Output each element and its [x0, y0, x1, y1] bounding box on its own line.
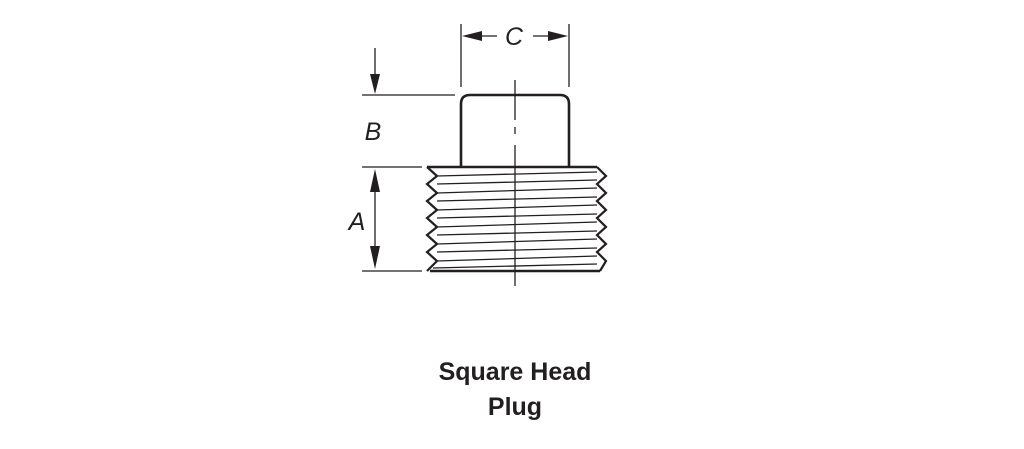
dimension-b	[362, 48, 455, 96]
dimension-a	[362, 166, 422, 272]
dimension-b-label: B	[365, 118, 382, 146]
dimension-a-label: A	[347, 208, 366, 236]
dimension-c-label: C	[505, 23, 524, 51]
diagram-title-line2: Plug	[487, 393, 543, 421]
diagram-title-line1: Square Head	[438, 358, 592, 386]
threaded-body	[425, 165, 608, 273]
dimension-c	[460, 24, 570, 87]
